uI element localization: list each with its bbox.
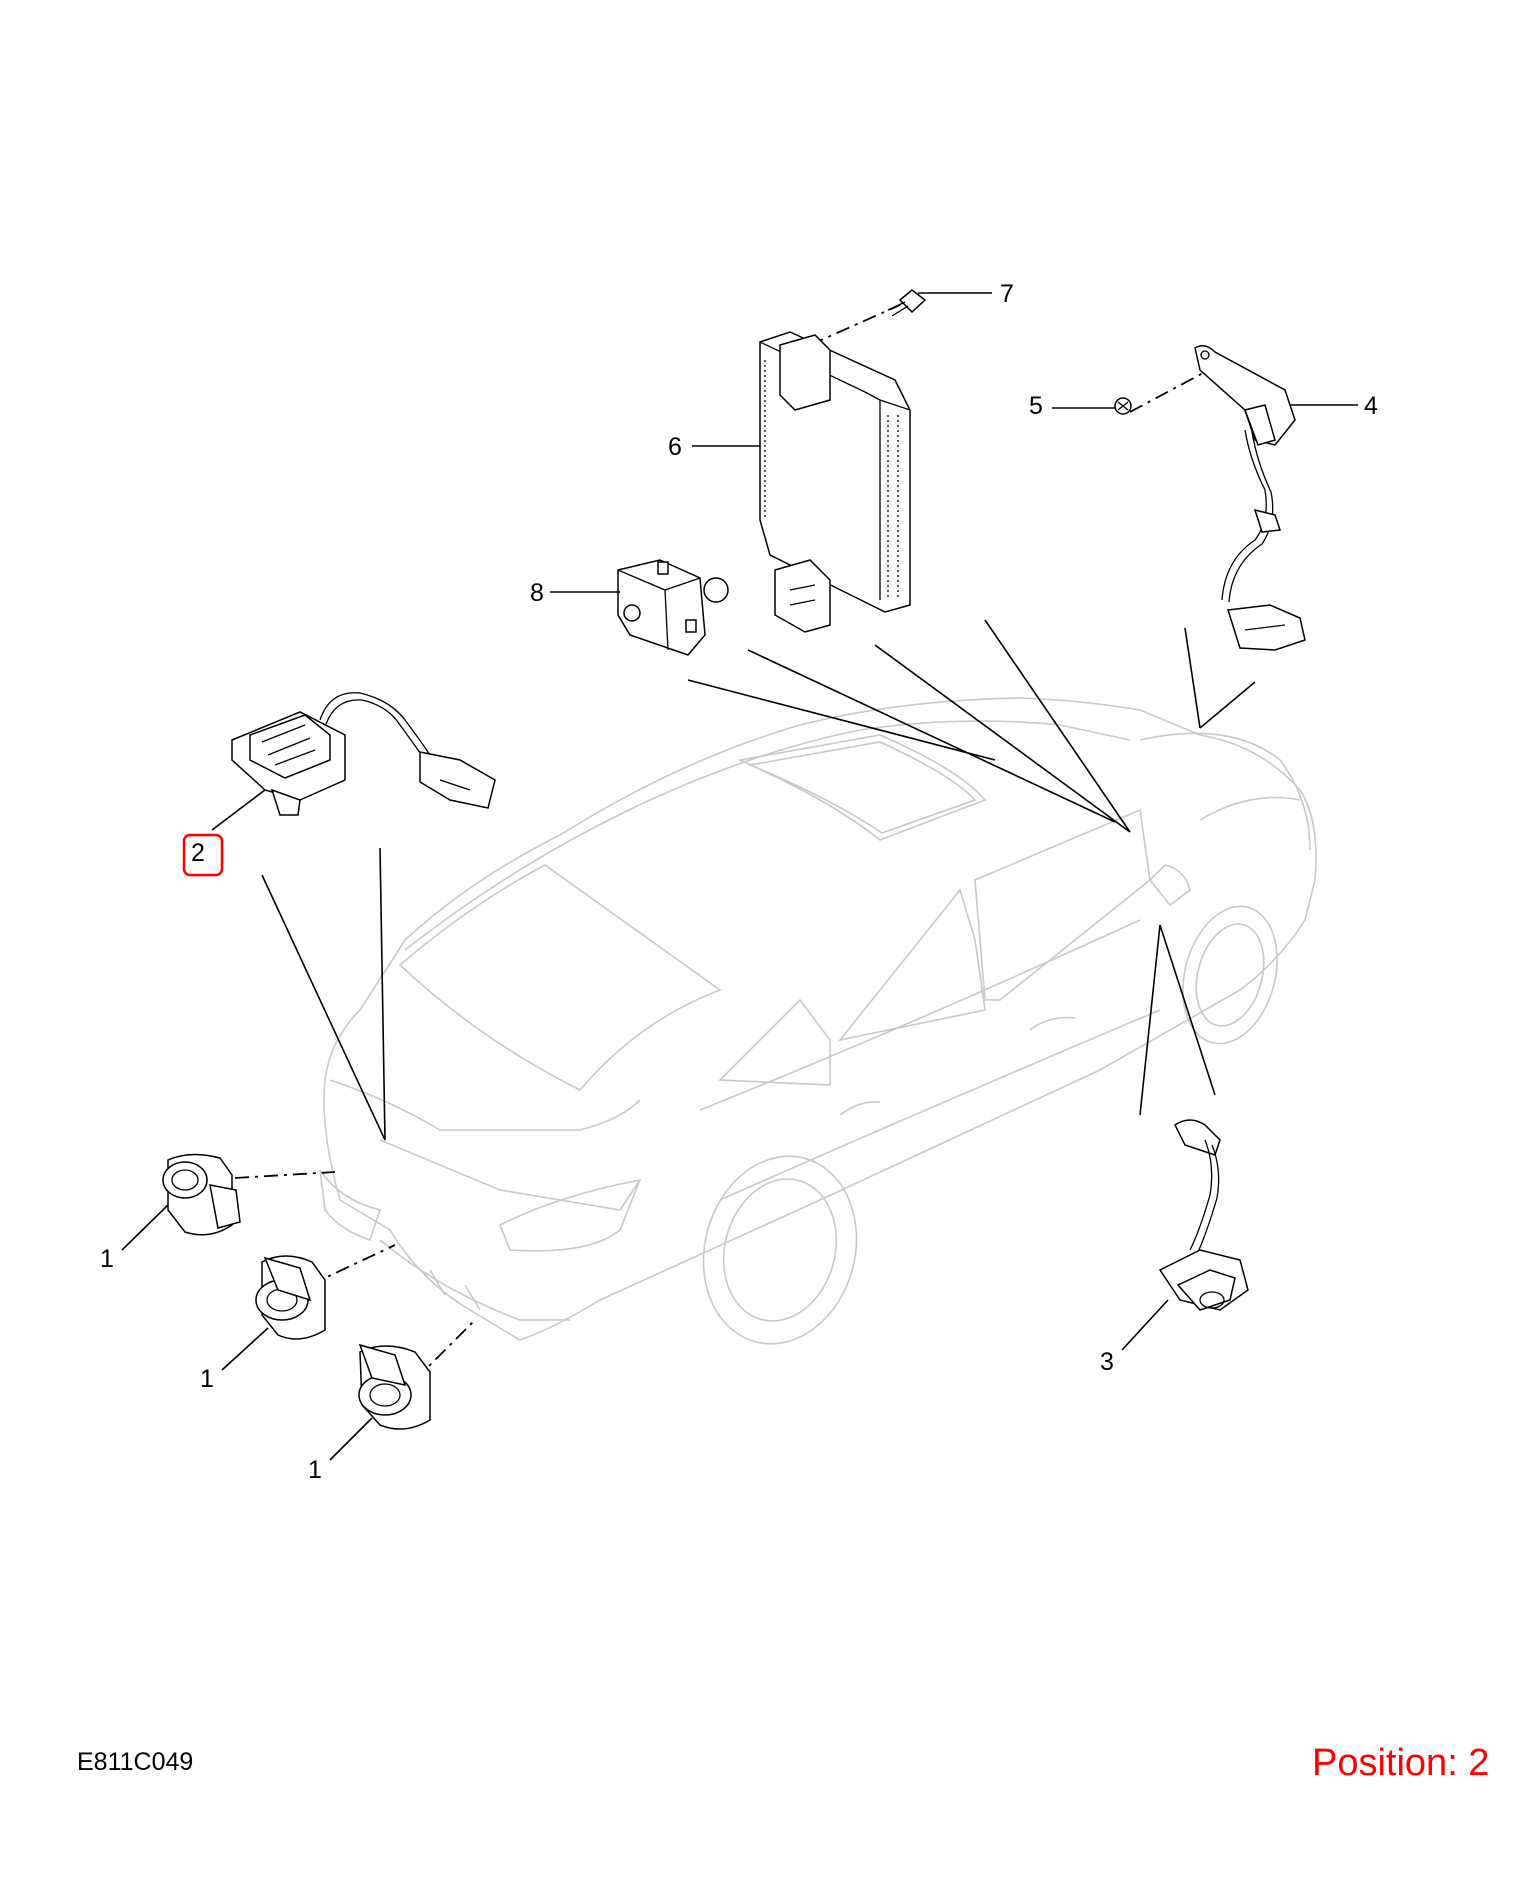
parking-sensor-1b bbox=[255, 1255, 326, 1340]
position-label: Position: 2 bbox=[1312, 1742, 1490, 1784]
callout-7: 7 bbox=[1000, 280, 1014, 308]
callout-leaders bbox=[121, 292, 1358, 1461]
callout-1-middle: 1 bbox=[200, 1365, 214, 1393]
callout-1-left: 1 bbox=[100, 1245, 114, 1273]
leader-lines bbox=[261, 619, 1256, 1141]
callout-4: 4 bbox=[1364, 392, 1378, 420]
rear-camera bbox=[231, 692, 496, 816]
callout-2: 2 bbox=[191, 839, 205, 867]
callout-8: 8 bbox=[530, 579, 544, 607]
bracket-harness bbox=[1194, 345, 1306, 651]
front-camera bbox=[1158, 1119, 1249, 1311]
install-lines bbox=[234, 304, 1206, 1381]
sensor-switch bbox=[617, 559, 729, 656]
callout-5: 5 bbox=[1029, 392, 1043, 420]
callout-3: 3 bbox=[1100, 1348, 1114, 1376]
callout-6: 6 bbox=[668, 433, 682, 461]
callout-2-highlight bbox=[182, 833, 224, 877]
screw-5 bbox=[1114, 397, 1132, 415]
callout-1-lower: 1 bbox=[308, 1456, 322, 1484]
control-module bbox=[759, 289, 927, 633]
diagram-code: E811C049 bbox=[77, 1748, 194, 1776]
parking-sensor-1c bbox=[358, 1343, 431, 1430]
callouts: 1 1 1 2 3 4 5 6 7 8 bbox=[100, 280, 1378, 1484]
parking-sensor-1a bbox=[162, 1153, 241, 1236]
